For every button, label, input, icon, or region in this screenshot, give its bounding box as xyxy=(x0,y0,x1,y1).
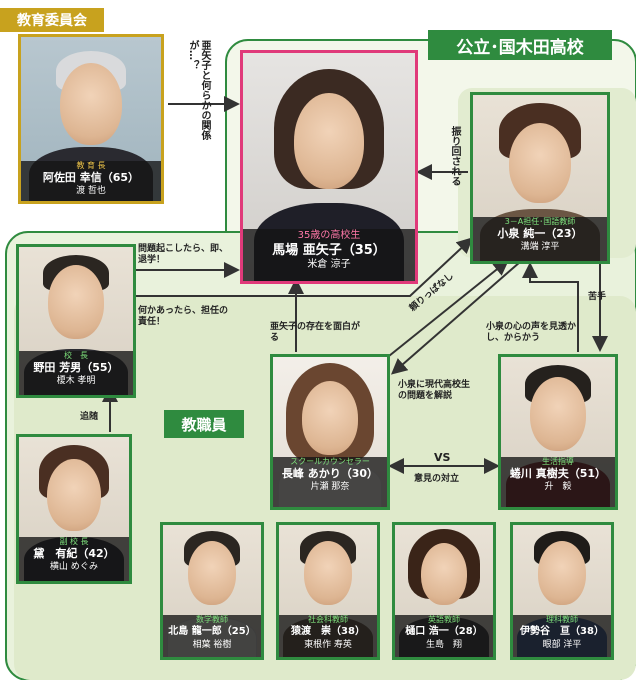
arrow-nagamine-koizumi xyxy=(383,259,510,361)
label-vs-sub: 意見の対立 xyxy=(414,474,460,484)
name-asada: 阿佐田 幸信（65） xyxy=(42,171,140,184)
card-koizumi: 3－A担任･国語教師 小泉 純一（23） 溝端 淳平 xyxy=(470,92,610,264)
role-nagamine: スクールカウンセラー xyxy=(290,457,370,466)
caption-sarushima: 社会科教師 猿渡 崇（38） 東根作 寿英 xyxy=(279,615,377,657)
label-hachikawa-koizumi: 小泉の心の声を見透かし、からかう xyxy=(486,322,577,343)
card-nagamine: スクールカウンセラー 長峰 あかり（30） 片瀬 那奈 xyxy=(270,354,390,510)
arrow-koizumi-nagamine xyxy=(390,261,521,375)
role-sarushima: 社会科教師 xyxy=(308,615,348,624)
name-higuchi: 樋口 浩一（28） xyxy=(405,626,483,637)
caption-higuchi: 英語教師 樋口 浩一（28） 生島 翔 xyxy=(395,615,493,657)
caption-kitajima: 数学教師 北島 龍一郎（25） 相葉 裕樹 xyxy=(163,615,261,657)
name-koizumi: 小泉 純一（23） xyxy=(497,227,583,240)
label-koizumi-baba: 振り回される xyxy=(449,126,460,186)
name-baba: 馬場 亜矢子（35） xyxy=(272,243,386,258)
actor-higuchi: 生島 翔 xyxy=(425,640,462,650)
role-kitajima: 数学教師 xyxy=(196,615,228,624)
arrow-noda-koizumi xyxy=(136,237,473,297)
label-mayuzumi-noda: 追随 xyxy=(80,412,99,422)
board-group-tag: 教育委員会 xyxy=(0,8,104,32)
name-isegaya: 伊勢谷 亘（38） xyxy=(520,626,604,637)
role-asada: 教 育 長 xyxy=(76,161,106,170)
name-nagamine: 長峰 あかり（30） xyxy=(281,467,379,480)
label-asada-baba: 亜矢子と何らかの関係が…？ xyxy=(187,40,210,140)
caption-noda: 校 長 野田 芳男（55） 榎木 孝明 xyxy=(19,351,133,395)
card-mayuzumi: 副 校 長 黛 有紀（42） 横山 めぐみ xyxy=(16,434,132,584)
arrow-hachikawa-koizumi xyxy=(522,262,579,352)
card-sarushima: 社会科教師 猿渡 崇（38） 東根作 寿英 xyxy=(276,522,380,660)
actor-noda: 榎木 孝明 xyxy=(56,376,96,386)
name-noda: 野田 芳男（55） xyxy=(33,361,119,374)
staff-group-tag: 教職員 xyxy=(164,410,244,438)
actor-baba: 米倉 涼子 xyxy=(307,259,351,270)
name-sarushima: 猿渡 崇（38） xyxy=(291,626,365,637)
role-hachikawa: 生活指導 xyxy=(542,457,574,466)
card-kitajima: 数学教師 北島 龍一郎（25） 相葉 裕樹 xyxy=(160,522,264,660)
caption-hachikawa: 生活指導 蜷川 真樹夫（51） 升 毅 xyxy=(501,457,615,507)
school-group-tag: 公立･国木田高校 xyxy=(428,30,612,60)
actor-isegaya: 眼部 洋平 xyxy=(542,640,582,650)
actor-sarushima: 東根作 寿英 xyxy=(304,640,352,650)
label-koizumi-hachikawa: 苦手 xyxy=(588,292,607,302)
actor-koizumi: 溝端 淳平 xyxy=(520,242,560,252)
role-mayuzumi: 副 校 長 xyxy=(59,537,89,546)
label-noda-koizumi: 何かあったら、担任の責任！ xyxy=(138,306,229,327)
actor-asada: 渡 哲也 xyxy=(76,186,106,196)
label-koizumi-nagamine: 小泉に現代高校生の問題を解説 xyxy=(398,380,471,401)
card-isegaya: 理科教師 伊勢谷 亘（38） 眼部 洋平 xyxy=(510,522,614,660)
role-higuchi: 英語教師 xyxy=(428,615,460,624)
card-higuchi: 英語教師 樋口 浩一（28） 生島 翔 xyxy=(392,522,496,660)
actor-nagamine: 片瀬 那奈 xyxy=(310,482,350,492)
label-noda-baba: 問題起こしたら、即、退学！ xyxy=(138,244,229,265)
card-asada: 教 育 長 阿佐田 幸信（65） 渡 哲也 xyxy=(18,34,164,204)
actor-hachikawa: 升 毅 xyxy=(544,482,572,492)
caption-koizumi: 3－A担任･国語教師 小泉 純一（23） 溝端 淳平 xyxy=(473,217,607,261)
card-baba: 35歳の高校生 馬場 亜矢子（35） 米倉 涼子 xyxy=(240,50,418,284)
caption-isegaya: 理科教師 伊勢谷 亘（38） 眼部 洋平 xyxy=(513,615,611,657)
label-vs: VS xyxy=(434,451,451,464)
name-hachikawa: 蜷川 真樹夫（51） xyxy=(509,467,607,480)
role-koizumi: 3－A担任･国語教師 xyxy=(504,217,576,226)
name-mayuzumi: 黛 有紀（42） xyxy=(33,547,115,560)
actor-kitajima: 相葉 裕樹 xyxy=(192,640,232,650)
role-noda: 校 長 xyxy=(64,351,88,360)
caption-asada: 教 育 長 阿佐田 幸信（65） 渡 哲也 xyxy=(21,161,161,201)
name-kitajima: 北島 龍一郎（25） xyxy=(168,626,256,637)
caption-mayuzumi: 副 校 長 黛 有紀（42） 横山 めぐみ xyxy=(19,537,129,581)
card-noda: 校 長 野田 芳男（55） 榎木 孝明 xyxy=(16,244,136,398)
card-hachikawa: 生活指導 蜷川 真樹夫（51） 升 毅 xyxy=(498,354,618,510)
role-baba: 35歳の高校生 xyxy=(297,230,361,241)
role-isegaya: 理科教師 xyxy=(546,615,578,624)
caption-nagamine: スクールカウンセラー 長峰 あかり（30） 片瀬 那奈 xyxy=(273,457,387,507)
label-nagamine-baba: 亜矢子の存在を面白がる xyxy=(270,322,361,343)
actor-mayuzumi: 横山 めぐみ xyxy=(49,562,99,572)
caption-baba: 35歳の高校生 馬場 亜矢子（35） 米倉 涼子 xyxy=(243,229,415,281)
